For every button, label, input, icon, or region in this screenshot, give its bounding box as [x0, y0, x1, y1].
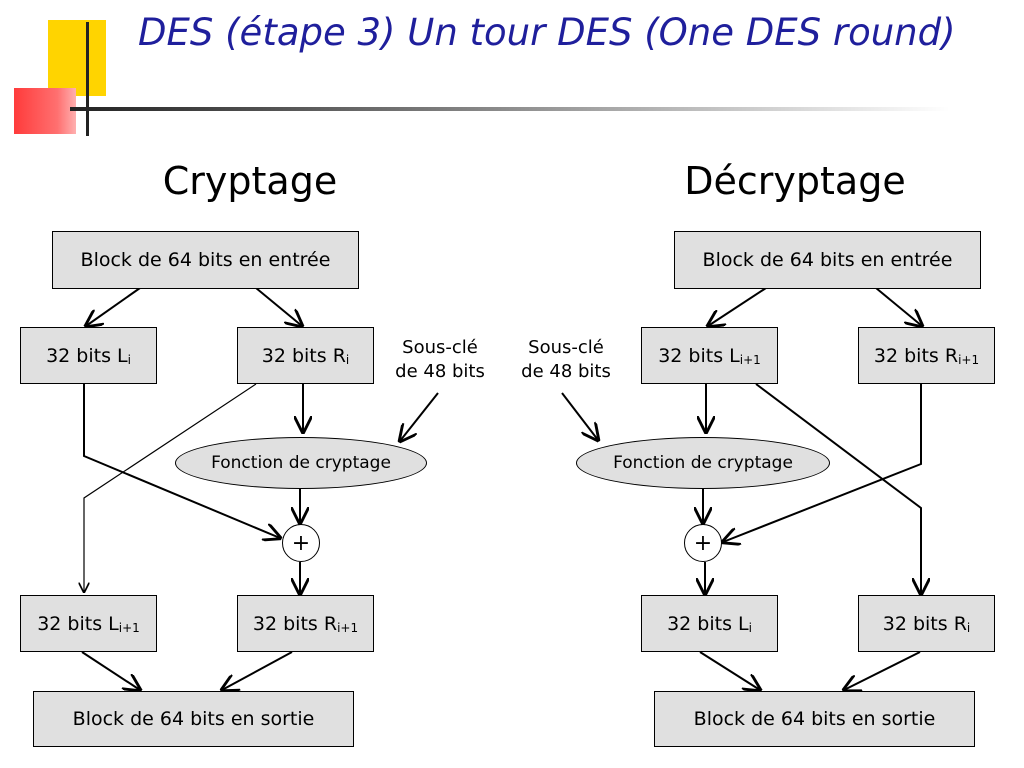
dec-xor: + [684, 524, 722, 562]
arrow-input-to-l [86, 287, 141, 326]
enc-r-next-subscript: i+1 [337, 620, 359, 635]
enc-input-block-label: Block de 64 bits en entrée [80, 249, 331, 271]
enc-r-label: 32 bits R [261, 344, 346, 367]
dec-function-label: Fonction de cryptage [613, 453, 793, 473]
enc-subkey-note: Sous-clé de 48 bits [385, 336, 495, 384]
dec-xor-symbol: + [693, 530, 713, 556]
enc-output-block: Block de 64 bits en sortie [33, 691, 354, 747]
enc-input-block: Block de 64 bits en entrée [52, 231, 359, 289]
arrow-l-to-xor [83, 384, 280, 538]
arrow-subkey-to-function-dec [561, 392, 598, 440]
enc-subkey-line1: Sous-clé [402, 337, 478, 358]
arrow-r-out-to-output-dec [844, 651, 921, 690]
arrow-r-to-xor-dec [723, 384, 922, 542]
dec-subkey-line1: Sous-clé [528, 337, 604, 358]
arrow-l-to-r-out-dec [755, 383, 921, 594]
enc-l-next-subscript: i+1 [118, 620, 140, 635]
dec-l-subscript: i+1 [739, 352, 761, 367]
enc-xor-symbol: + [291, 530, 311, 556]
arrow-input-to-r [255, 287, 302, 326]
arrow-r-next-to-output [222, 651, 293, 690]
dec-l-out-subscript: i [748, 620, 752, 635]
dec-r-out-subscript: i [966, 620, 971, 635]
heading-encryption: Cryptage [162, 159, 338, 203]
dec-output-block-label: Block de 64 bits en sortie [693, 708, 936, 730]
enc-subkey-line2: de 48 bits [395, 361, 485, 382]
enc-l-next-label: 32 bits L [37, 612, 119, 635]
dec-l-label: 32 bits L [658, 344, 740, 367]
dec-l-out-label: 32 bits L [667, 612, 749, 635]
dec-output-block: Block de 64 bits en sortie [654, 691, 975, 747]
deco-title-underline [70, 107, 950, 111]
enc-output-block-label: Block de 64 bits en sortie [72, 708, 315, 730]
dec-subkey-note: Sous-clé de 48 bits [511, 336, 621, 384]
enc-l-subscript: i [127, 352, 131, 367]
dec-r-subscript: i+1 [958, 352, 980, 367]
arrow-l-out-to-output-dec [699, 651, 760, 690]
dec-r-out-label: 32 bits R [882, 612, 967, 635]
dec-subkey-line2: de 48 bits [521, 361, 611, 382]
deco-yellow-square [48, 20, 106, 96]
dec-input-block: Block de 64 bits en entrée [674, 231, 981, 289]
arrow-l-next-to-output [81, 651, 140, 690]
arrow-input-to-l-dec [708, 287, 767, 326]
heading-decryption: Décryptage [684, 159, 906, 203]
dec-input-block-label: Block de 64 bits en entrée [702, 249, 953, 271]
enc-function-label: Fonction de cryptage [211, 453, 391, 473]
arrow-r-to-l-next [84, 383, 257, 592]
slide-title: DES (étape 3) Un tour DES (One DES round… [138, 11, 956, 54]
arrow-input-to-r-dec [875, 287, 922, 326]
enc-r-next-label: 32 bits R [252, 612, 338, 635]
enc-l-label: 32 bits L [46, 344, 128, 367]
enc-function: Fonction de cryptage [175, 437, 427, 489]
deco-vertical-line [86, 22, 89, 136]
enc-xor: + [282, 524, 320, 562]
arrow-subkey-to-function [400, 392, 439, 441]
deco-red-square [14, 88, 76, 134]
dec-r-label: 32 bits R [873, 344, 959, 367]
dec-function: Fonction de cryptage [576, 437, 830, 489]
enc-r-subscript: i [345, 352, 350, 367]
